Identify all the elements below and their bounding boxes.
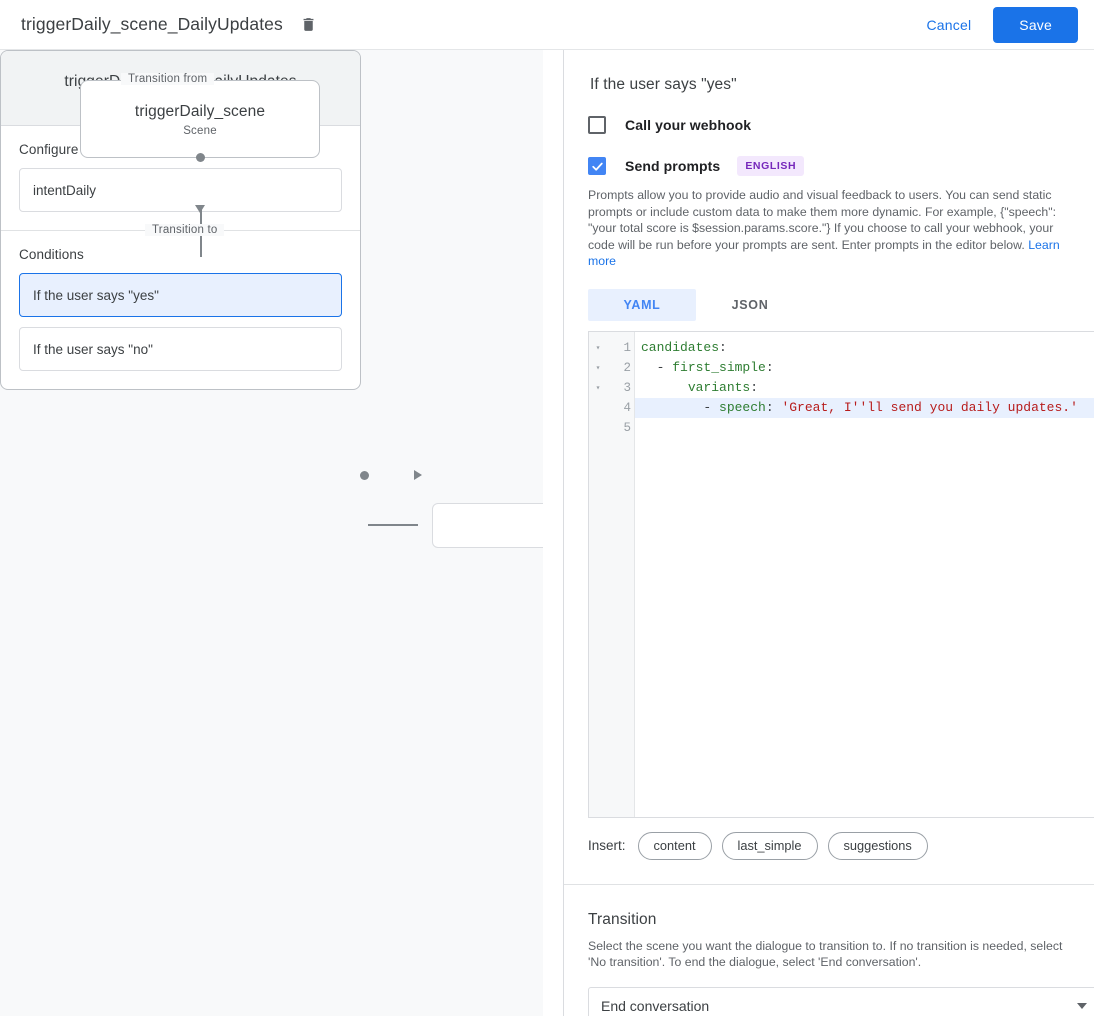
fold-arrow-icon[interactable]: ▾: [595, 363, 601, 373]
edge-source-dot: [196, 153, 205, 162]
line-number-label: 3: [623, 380, 631, 395]
condition-item-yes[interactable]: If the user says "yes": [19, 273, 342, 317]
webhook-checkbox[interactable]: [588, 116, 606, 134]
tab-json[interactable]: JSON: [731, 297, 769, 312]
transition-from-type: Scene: [183, 125, 217, 137]
condition-edge-dot: [360, 471, 369, 480]
editor-code-line[interactable]: - first_simple:: [635, 358, 1094, 378]
canvas-gutter: [543, 50, 563, 1016]
code-token: :: [765, 399, 782, 415]
code-token: [641, 380, 688, 395]
insert-chip-suggestions[interactable]: suggestions: [827, 831, 928, 860]
editor-line-number: ▾2: [589, 358, 634, 378]
code-token: 'Great, I''ll send you daily updates.': [781, 399, 1078, 415]
panel-section-divider: [564, 883, 1094, 885]
language-badge: ENGLISH: [737, 156, 805, 176]
editor-code-line[interactable]: candidates:: [635, 338, 1094, 358]
conditions-section: Conditions If the user says "yes" If the…: [1, 231, 360, 389]
chevron-down-icon: [1077, 1002, 1087, 1009]
prompts-help-text: Prompts allow you to provide audio and v…: [588, 187, 1078, 270]
edge-horizontal: [368, 524, 418, 526]
top-app-bar: triggerDaily_scene_DailyUpdates Cancel S…: [0, 0, 1094, 50]
next-node-card[interactable]: [432, 503, 543, 548]
configure-intent-section: Configure intent intentDaily: [1, 126, 360, 230]
send-prompts-row[interactable]: Send prompts ENGLISH: [588, 156, 1078, 176]
line-number-label: 4: [623, 400, 631, 415]
editor-line-number: ▾3: [589, 378, 634, 398]
code-token: -: [641, 399, 720, 415]
transition-from-legend: Transition from: [121, 73, 215, 85]
code-token: speech: [719, 399, 766, 415]
panel-title: If the user says "yes": [590, 76, 737, 93]
editor-code-line[interactable]: - speech: 'Great, I''ll send you daily u…: [635, 397, 1094, 418]
intent-field[interactable]: intentDaily: [19, 168, 342, 212]
insert-chip-content[interactable]: content: [637, 831, 712, 860]
conditions-label: Conditions: [19, 247, 84, 262]
transition-from-card[interactable]: Transition from triggerDaily_scene Scene: [80, 73, 320, 158]
transition-select-value: End conversation: [601, 997, 710, 1014]
save-button[interactable]: Save: [993, 6, 1078, 43]
topbar-actions: Cancel Save: [913, 6, 1078, 43]
webhook-label: Call your webhook: [625, 117, 752, 133]
transition-select[interactable]: End conversation: [588, 986, 1094, 1016]
panel-header: If the user says "yes": [588, 50, 1078, 94]
code-token: :: [765, 359, 774, 375]
line-number-label: 2: [623, 360, 631, 375]
insert-chip-last-simple[interactable]: last_simple: [721, 831, 818, 860]
transition-to-legend: Transition to: [145, 224, 225, 236]
condition-item-no[interactable]: If the user says "no": [19, 327, 342, 371]
insert-label: Insert:: [588, 838, 626, 853]
line-number-label: 1: [623, 340, 631, 355]
edge-arrow-down: [195, 205, 205, 213]
code-token: -: [641, 359, 673, 375]
learn-more-link[interactable]: Learn more: [588, 237, 1060, 269]
tab-yaml[interactable]: YAML: [588, 288, 696, 321]
trash-icon[interactable]: [297, 13, 321, 37]
scene-flow-canvas[interactable]: Transition from triggerDaily_scene Scene…: [0, 50, 543, 1016]
details-panel: If the user says "yes" Call your webhook…: [564, 50, 1094, 1016]
panel-divider: [563, 50, 564, 1016]
prompts-help-body: Prompts allow you to provide audio and v…: [588, 188, 1057, 252]
editor-line-number: 5: [589, 418, 634, 438]
editor-format-tabs: YAML JSON: [588, 288, 1078, 321]
transition-section-description: Select the scene you want the dialogue t…: [588, 938, 1063, 970]
send-prompts-checkbox[interactable]: [588, 157, 606, 175]
transition-from-name: triggerDaily_scene: [134, 103, 266, 120]
cancel-button[interactable]: Cancel: [913, 8, 986, 42]
code-token: :: [719, 339, 727, 355]
editor-code-line[interactable]: [635, 418, 1094, 438]
insert-chips-row: Insert: content last_simple suggestions: [588, 831, 1078, 860]
fold-arrow-icon[interactable]: ▾: [595, 383, 601, 393]
line-number-label: 5: [623, 420, 631, 435]
editor-code-area[interactable]: candidates: - first_simple: variants: - …: [635, 332, 1094, 817]
page-title: triggerDaily_scene_DailyUpdates: [21, 14, 283, 34]
code-token: variants: [687, 379, 751, 395]
editor-line-number: 4: [589, 398, 634, 418]
transition-section-title: Transition: [588, 910, 657, 928]
webhook-row[interactable]: Call your webhook: [588, 116, 1078, 134]
editor-line-number: ▾1: [589, 338, 634, 358]
send-prompts-label: Send prompts: [625, 158, 721, 174]
code-token: :: [750, 379, 759, 395]
edge-arrow-right: [414, 470, 422, 480]
editor-code-line[interactable]: variants:: [635, 378, 1094, 398]
code-token: first_simple: [672, 359, 766, 375]
code-token: candidates: [641, 339, 720, 355]
fold-arrow-icon[interactable]: ▾: [595, 343, 601, 353]
